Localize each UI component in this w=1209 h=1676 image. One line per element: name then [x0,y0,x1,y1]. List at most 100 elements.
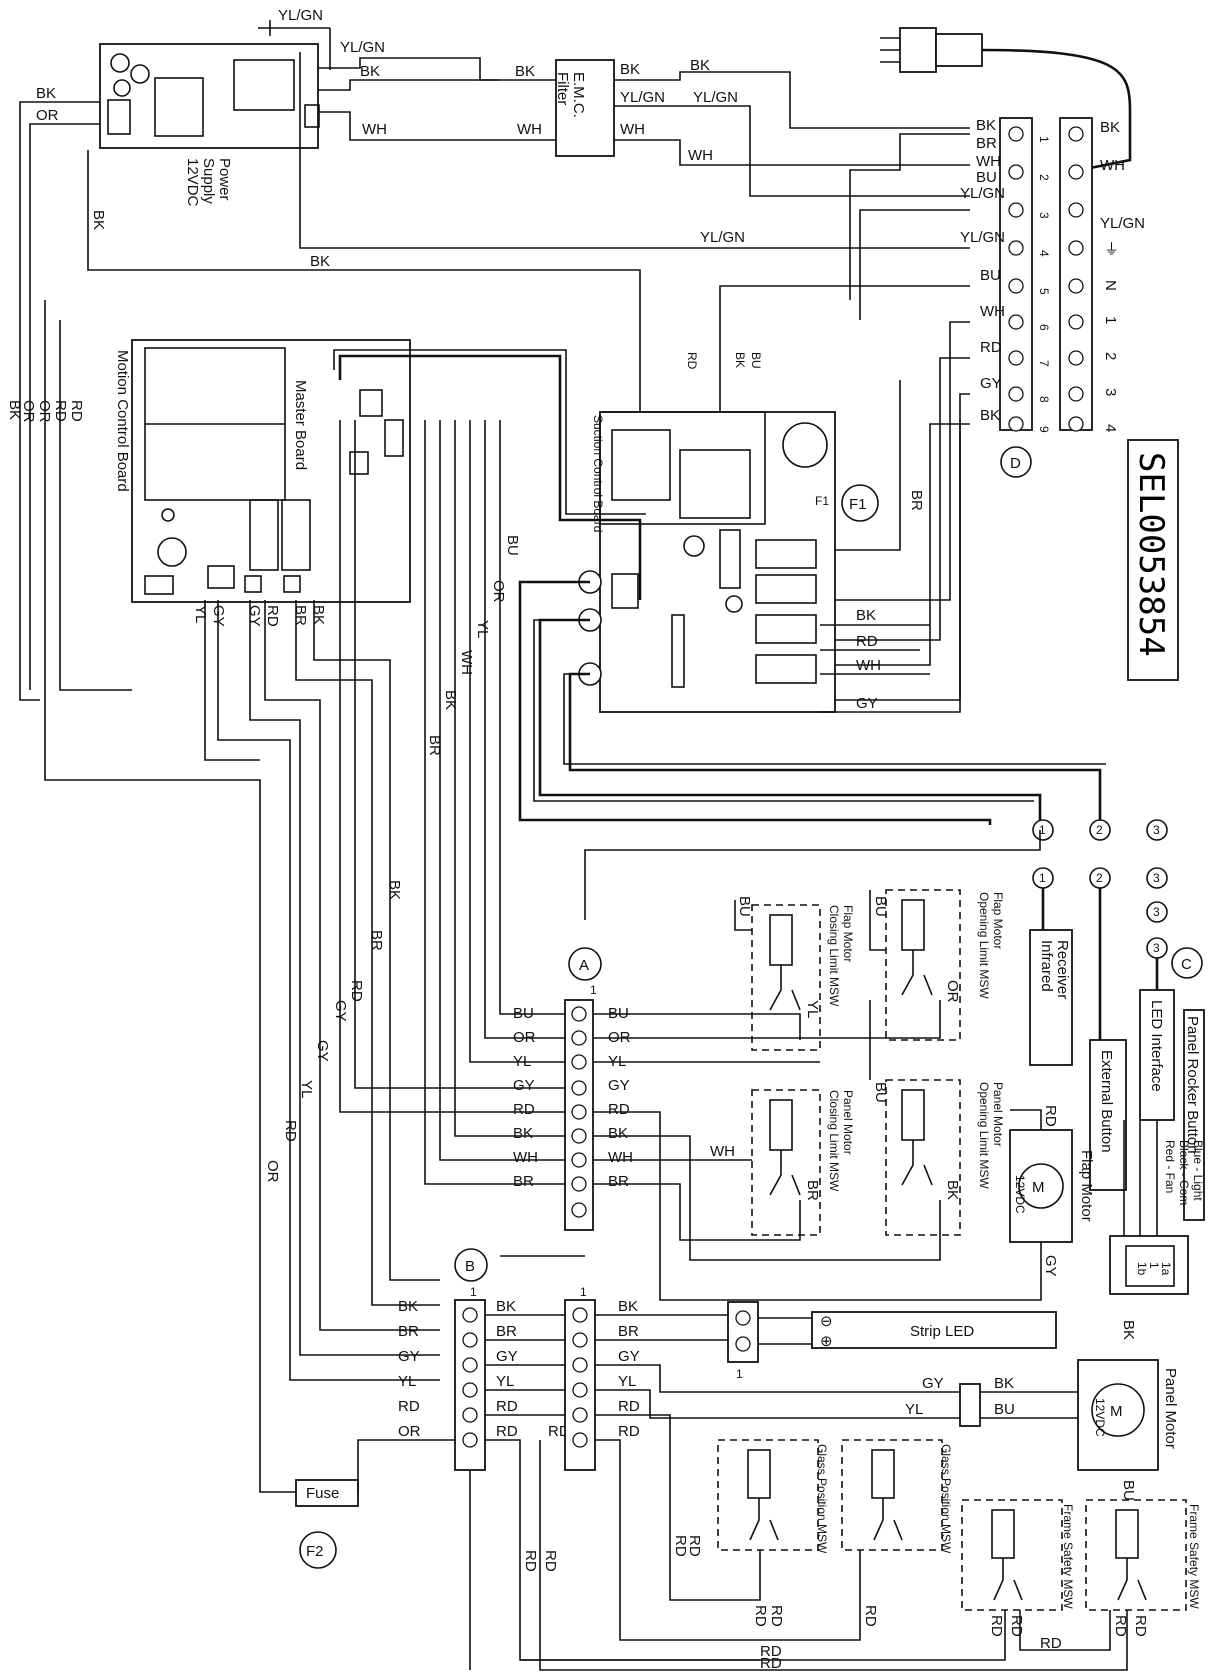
frame-rd-1: RD [522,1550,539,1572]
wire-label-wh-emc: WH [620,121,645,138]
tb-l-rd: RD [398,1398,420,1415]
va-bk: BK [442,690,459,710]
d-num-3: 3 [1037,212,1051,219]
rocker-term-1b: 1b [1135,1262,1149,1276]
suction-board-label: Suction Control Board [591,415,605,532]
pm-yl: YL [905,1401,923,1418]
frame-rd-7: RD [1040,1635,1062,1652]
opening-flap-label-1: Opening Limit MSW [977,892,991,999]
tc-r-gy: GY [618,1348,640,1365]
closing-panel-label-2: Panel Motor [841,1090,855,1155]
frame-1-label: Frame Safety MSW [1061,1504,1075,1609]
panel-br: BR [804,1180,821,1201]
wire-label-bk-left: BK [36,85,56,102]
strip-led-index: 1 [736,1367,743,1381]
tc-r-yl: YL [618,1373,636,1390]
tb-r-br: BR [496,1323,517,1340]
wire-label-ylgn-emc2: YL/GN [693,89,738,106]
ground-icon-top [258,20,331,70]
ta-l-bk: BK [513,1125,533,1142]
frame-rd-4: RD [760,1655,782,1672]
tc-r-bk: BK [618,1298,638,1315]
flap-motor: M 12VDC Flap Motor [1009,1129,1095,1243]
pm-gy: GY [922,1375,944,1392]
lv-rd: RD [52,400,69,422]
panel-motor-symbol: M [1110,1403,1123,1420]
d-right-wh: WH [1100,157,1125,174]
marker-c [1171,947,1203,979]
lv-or2: OR [36,400,53,423]
pm-bu-bottom: BU [1120,1480,1137,1501]
frame-rd-2: RD [542,1550,559,1572]
wire-label-bk-emc-in: BK [515,63,535,80]
ta-l-rd: RD [513,1101,535,1118]
strip-led [811,1311,1057,1349]
va-bu: BU [504,535,521,556]
rocker-legend-2: Black - Com [1177,1140,1191,1205]
tb-r-yl: YL [496,1373,514,1390]
opening-limit-switch-panel: Opening Limit MSWPanel Motor [885,1079,1005,1236]
d-left-wh: WH [976,153,1001,170]
led-interface [1139,989,1175,1121]
rocker-term-1a: 1a [1159,1262,1173,1276]
tc-r-br: BR [618,1323,639,1340]
svg-text:PowerSupply12VDC: PowerSupply12VDC [184,158,233,207]
svg-text:InfraredReceiver: InfraredReceiver [1038,940,1071,999]
emc-filter: E.M.C.Filter [554,59,615,157]
terminal-a-right-labels: BU OR YL GY RD BK WH BR [608,1005,633,1190]
lv-or: OR [20,400,37,423]
conn-2b: 2 [1096,871,1103,885]
ta-l-gy: GY [513,1077,535,1094]
frame-rd-9: RD [1132,1615,1149,1637]
flap-motor-label: Flap Motor [1078,1150,1095,1222]
vb-bk: BK [386,880,403,900]
d-right-bk: BK [1100,119,1120,136]
terminal-b-index: 1 [470,1285,477,1299]
va-wh: WH [458,650,475,675]
wire-label-or-left: OR [36,107,59,124]
wire-label-wh-emc-in: WH [517,121,542,138]
rocker-legend-3: Blue - Light [1191,1140,1205,1201]
wire-label-wh-emc2: WH [688,147,713,164]
d-right-2: 2 [1102,352,1119,360]
conn-3a: 3 [1153,823,1160,837]
terminal-block-a [564,999,594,1231]
d-left-bk-2: BK [980,407,1000,424]
va-yl: YL [474,620,491,638]
tb-l-br: BR [398,1323,419,1340]
sb-rd: RD [856,633,878,650]
sv-rd: RD [685,352,699,370]
fm-gy: GY [1042,1255,1059,1277]
va-br: BR [426,735,443,756]
wire-label-ylgn-d: YL/GN [700,229,745,246]
wire-label-bk-mid: BK [310,253,330,270]
d-num-7: 7 [1037,360,1051,367]
conn-1b: 1 [1039,871,1046,885]
d-right-ylgn: YL/GN [1100,215,1145,232]
ta-r-br: BR [608,1173,629,1190]
external-button-label: External Button [1098,1050,1115,1153]
external-button [1089,1039,1127,1191]
glass-position-switch-2: Glass Position MSW [841,1439,953,1554]
emc-label-1: E.M.C. [570,72,587,118]
ir-label-1: Infrared [1038,940,1055,992]
opening-panel-label-1: Opening Limit MSW [977,1082,991,1189]
glass-rd-5: RD [862,1605,879,1627]
marker-f1 [841,484,879,522]
frame-rd-3: RD [760,1643,782,1660]
panel-rocker-button [1183,1009,1205,1221]
closing-flap-label-2: Flap Motor [841,905,855,962]
svg-text:E.M.C.Filter: E.M.C.Filter [554,72,587,118]
marker-a [568,947,602,981]
d-num-9: 9 [1037,426,1051,433]
rocker-legend-1: Red - Fan [1163,1140,1177,1193]
tb-r-rd2: RD [496,1423,518,1440]
tb-r-rd: RD [496,1398,518,1415]
power-supply-label-1: Power [216,158,233,201]
mb-bk: BK [310,605,327,625]
vb-gy: GY [332,1000,349,1022]
closing-flap-label-1: Closing Limit MSW [827,905,841,1007]
conn-3d: 3 [1153,941,1160,955]
vb-or: OR [264,1160,281,1183]
fm-rd: RD [1042,1105,1059,1127]
